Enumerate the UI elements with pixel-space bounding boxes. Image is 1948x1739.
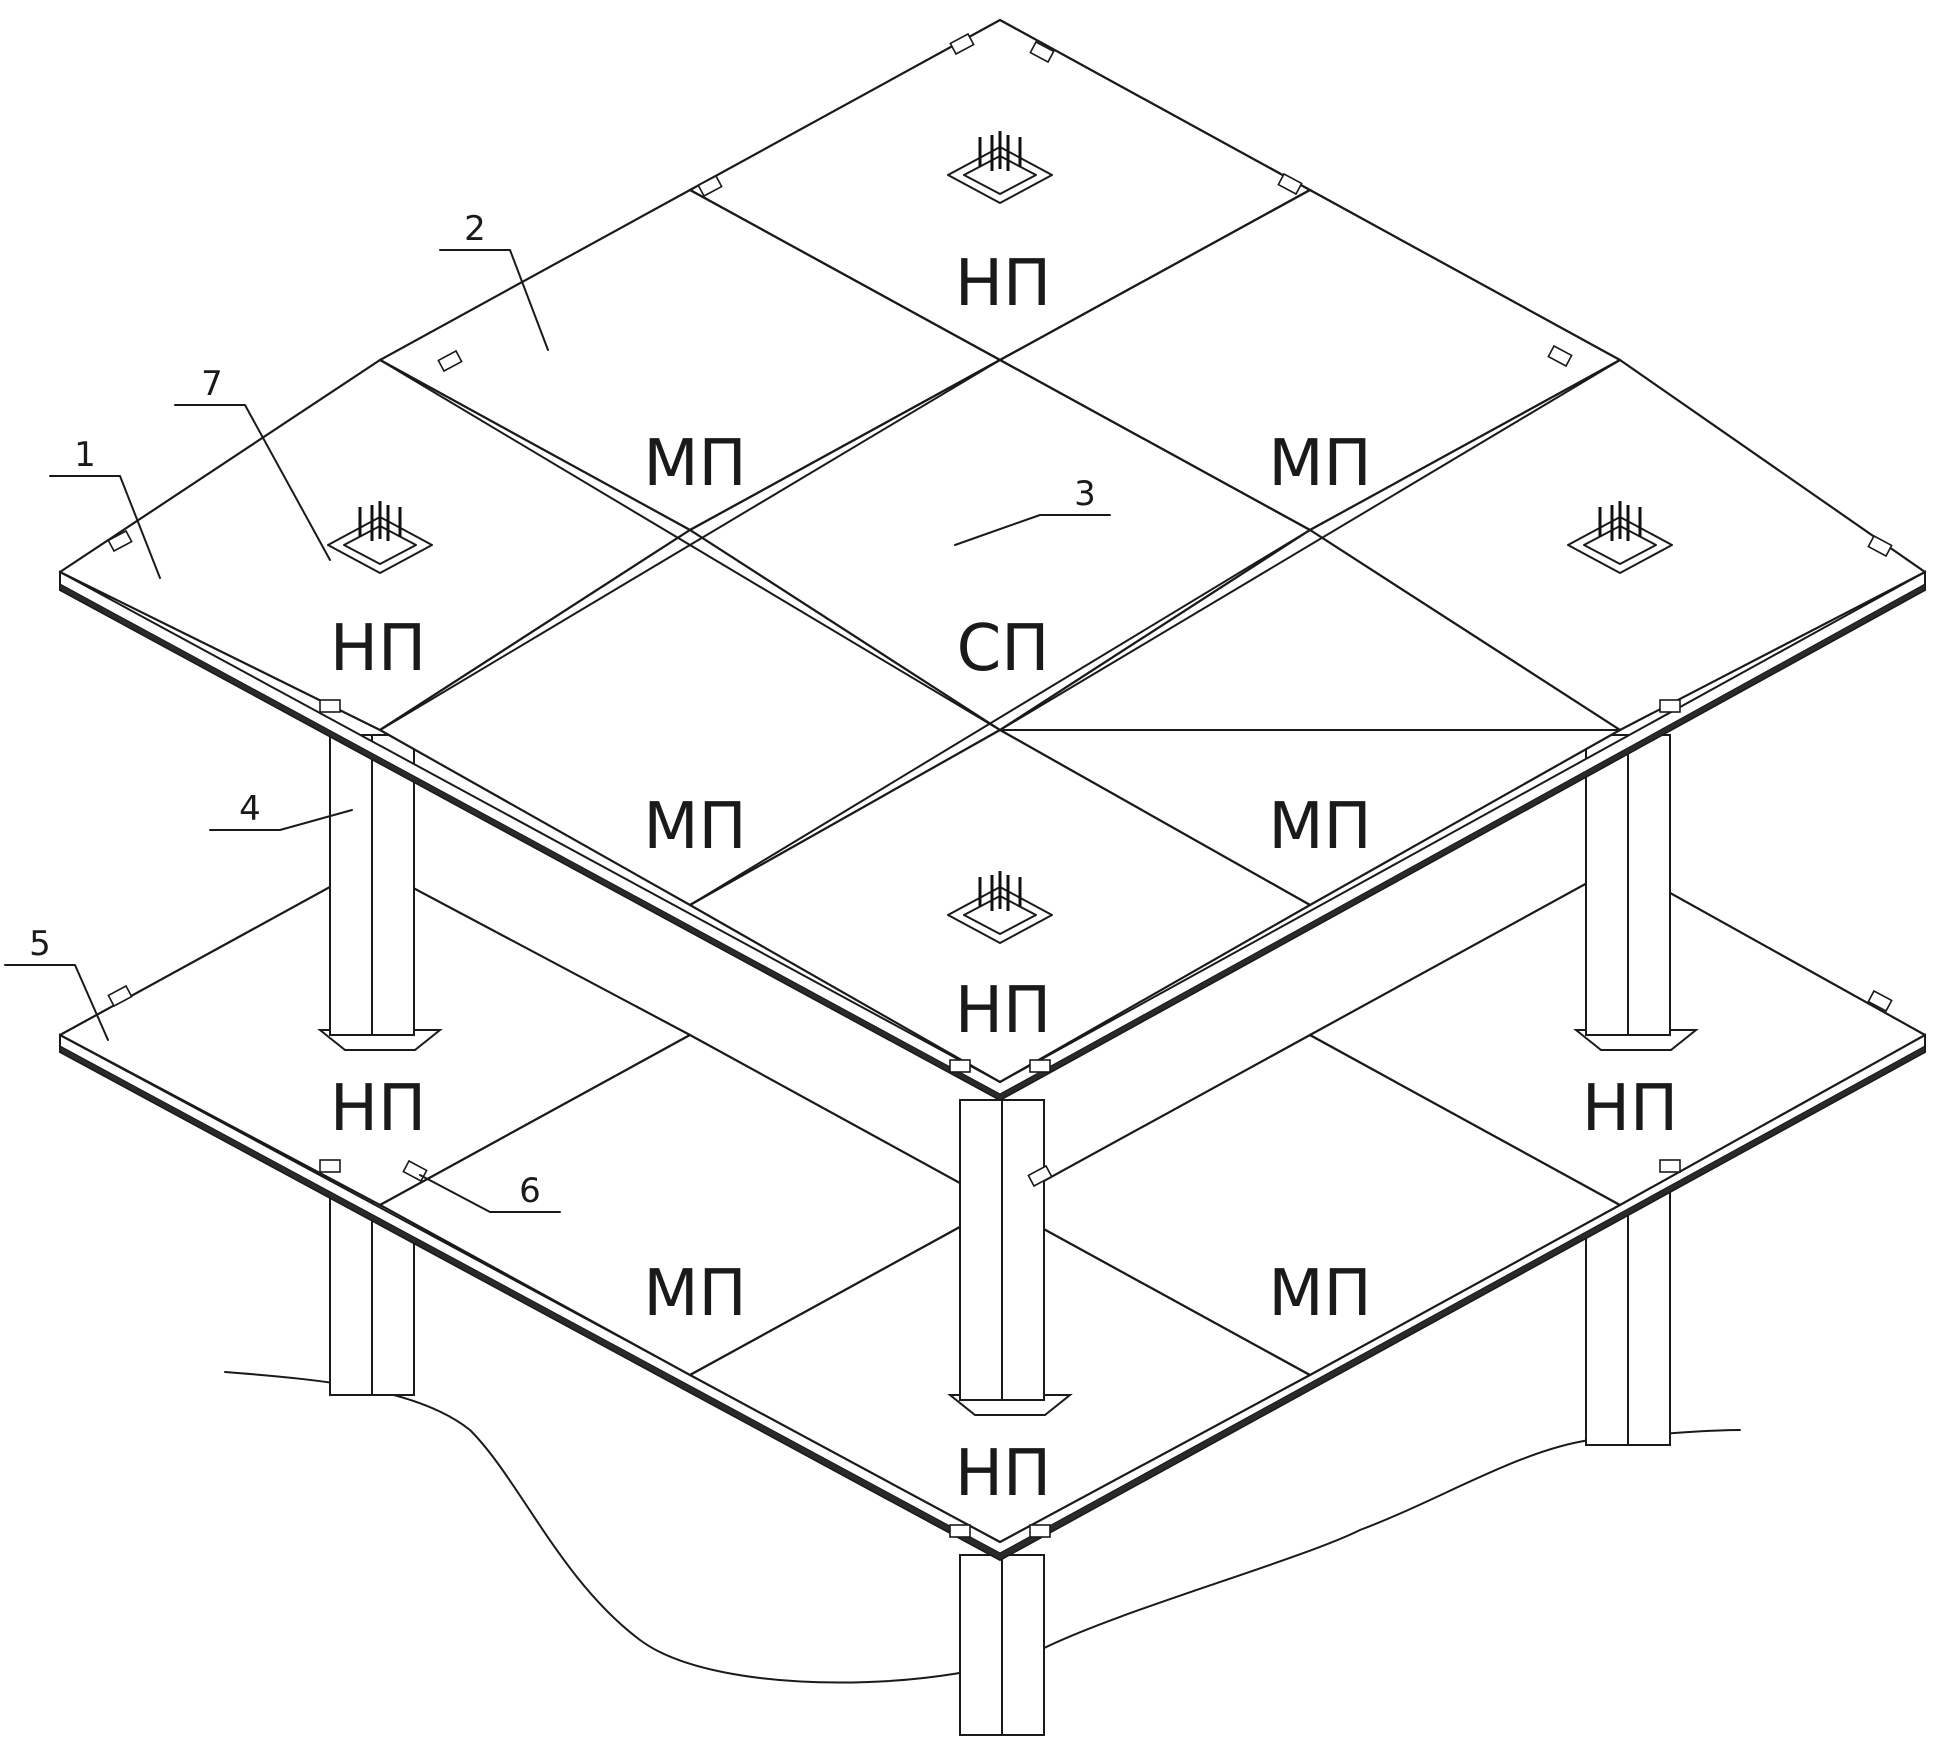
callout-3: 3: [1074, 474, 1096, 514]
slab-type-labels: НП МП МП НП СП МП МП НП НП НП МП МП НП: [330, 247, 1678, 1511]
label-mp-front-left-lower: МП: [643, 1257, 746, 1331]
lower-slab-level: [58, 863, 1927, 1562]
label-np-left-lower: НП: [330, 1072, 426, 1146]
label-np-top: НП: [955, 247, 1051, 321]
callouts: 1 2 3 4 5 6 7: [4, 209, 1111, 1213]
label-np-right-lower: НП: [1582, 1072, 1678, 1146]
upper-columns: [317, 734, 1699, 1416]
label-mp-front-right-upper: МП: [1268, 790, 1371, 864]
callout-4: 4: [239, 789, 261, 829]
upper-slab-level: [58, 18, 1927, 1102]
label-np-left-upper: НП: [330, 612, 426, 686]
callout-2: 2: [464, 209, 486, 249]
label-np-front-lower: НП: [955, 1437, 1051, 1511]
label-np-front-upper: НП: [955, 974, 1051, 1048]
callout-5: 5: [29, 924, 51, 964]
label-sp-center: СП: [957, 612, 1050, 686]
label-mp-front-right-lower: МП: [1268, 1257, 1371, 1331]
anchor-bolt-assemblies: [327, 131, 1673, 944]
label-mp-back-left: МП: [643, 427, 746, 501]
callout-1: 1: [74, 435, 96, 475]
label-mp-front-left-upper: МП: [643, 790, 746, 864]
label-mp-back-right: МП: [1268, 427, 1371, 501]
callout-7: 7: [201, 364, 223, 404]
callout-6: 6: [519, 1171, 541, 1211]
